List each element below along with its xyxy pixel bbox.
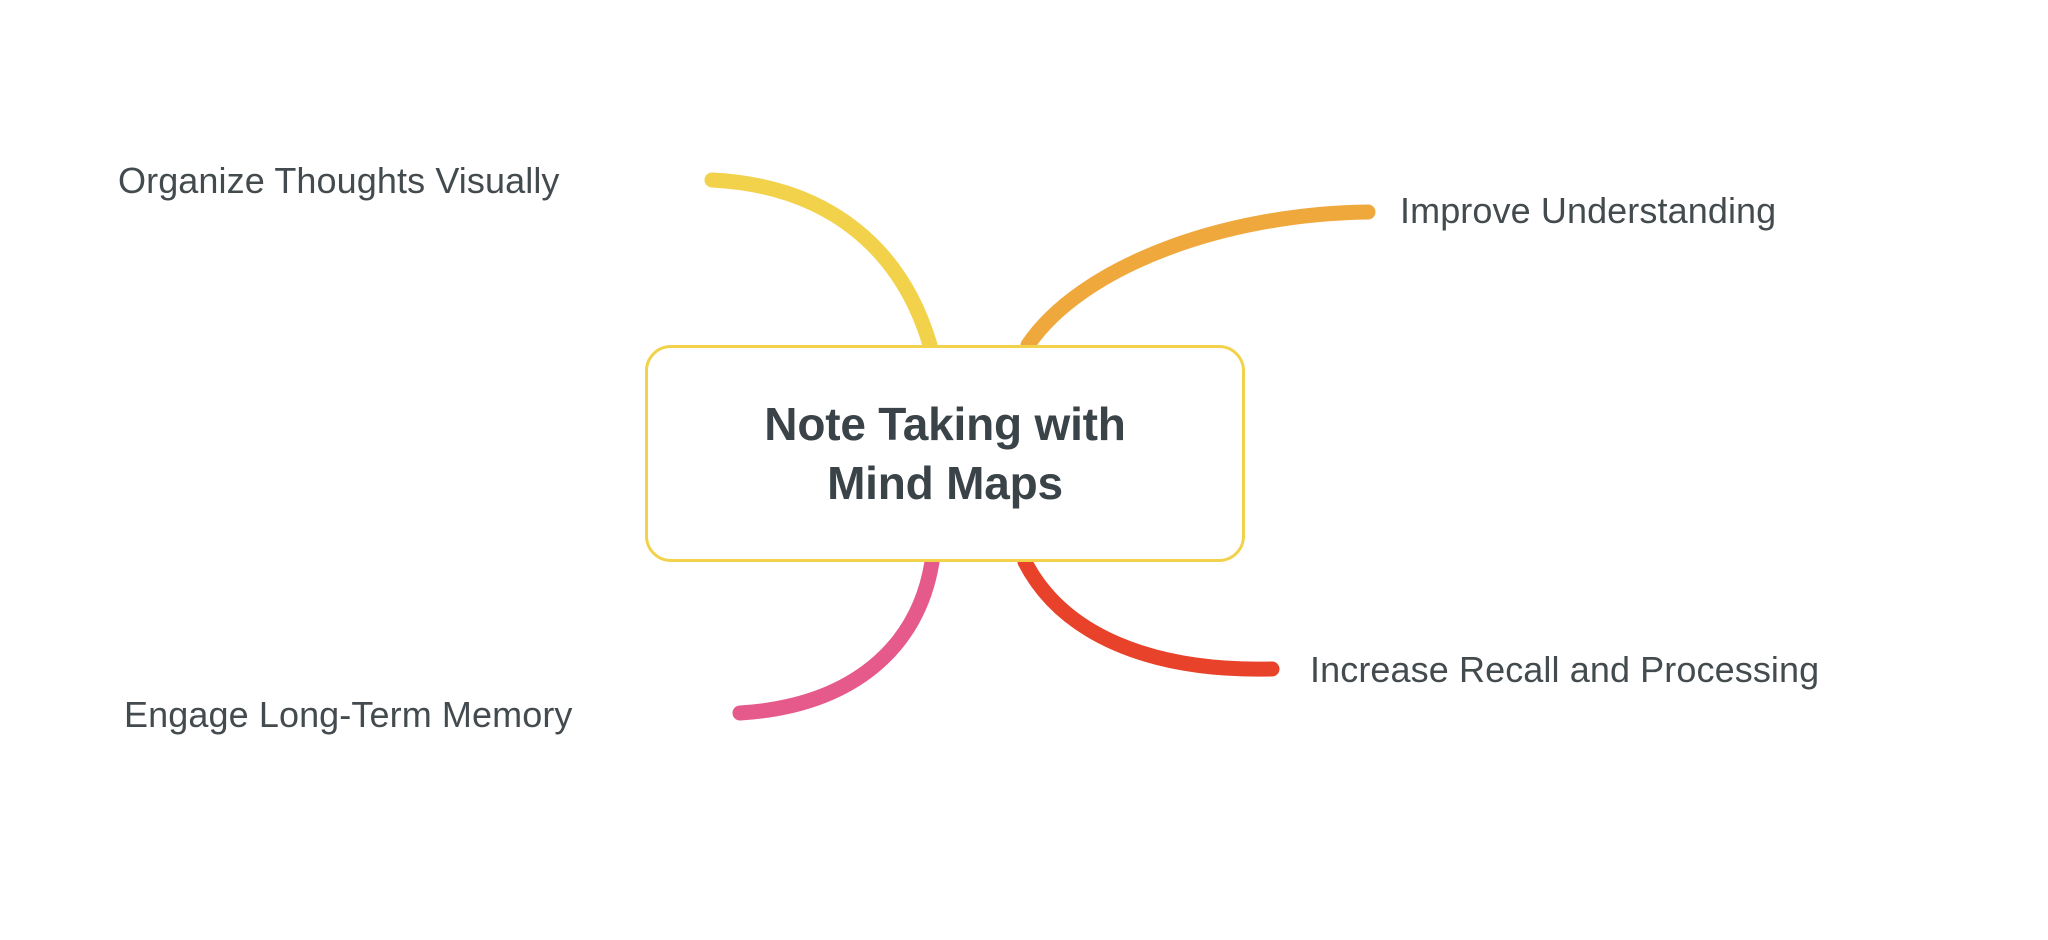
branch-curve-improve-understanding	[1020, 204, 1376, 353]
central-topic-title: Note Taking with Mind Maps	[764, 397, 1126, 509]
branch-curve-engage-long-term-memory	[732, 554, 940, 721]
branch-curve-increase-recall-and-processing	[1017, 554, 1280, 677]
branch-curve-organize-thoughts-visually	[704, 172, 938, 353]
branch-label-improve-understanding[interactable]: Improve Understanding	[1400, 190, 1777, 231]
branch-label-increase-recall-and-processing[interactable]: Increase Recall and Processing	[1310, 649, 1820, 690]
central-topic-node[interactable]: Note Taking with Mind Maps	[645, 345, 1245, 562]
branch-label-engage-long-term-memory[interactable]: Engage Long-Term Memory	[124, 694, 573, 735]
branch-label-organize-thoughts-visually[interactable]: Organize Thoughts Visually	[118, 160, 560, 201]
